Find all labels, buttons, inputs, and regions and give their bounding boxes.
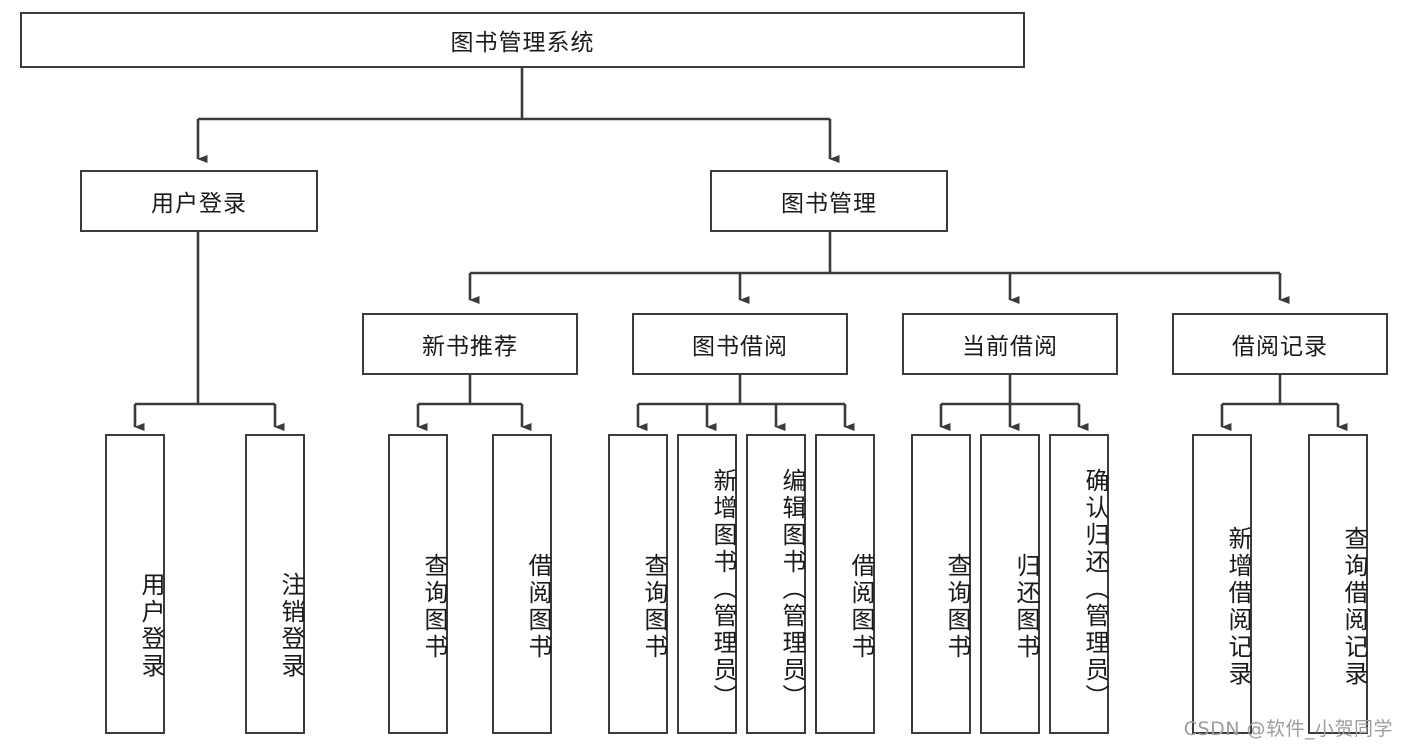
- leaf-label: 注销登录: [277, 572, 305, 680]
- leaf-record-query[interactable]: 查询借阅记录: [1308, 434, 1368, 734]
- leaf-current-query-book[interactable]: 查询图书: [911, 434, 971, 734]
- leaf-current-return-book[interactable]: 归还图书: [980, 434, 1040, 734]
- node-book-management[interactable]: 图书管理: [710, 170, 948, 232]
- node-book-management-label: 图书管理: [781, 191, 877, 217]
- leaf-label: 确认归还（管理员）: [1081, 467, 1109, 711]
- watermark: CSDN @软件_小贺同学: [1183, 718, 1393, 740]
- leaf-label: 归还图书: [1012, 553, 1040, 661]
- node-user-login[interactable]: 用户登录: [80, 170, 318, 232]
- leaf-label: 查询图书: [943, 553, 971, 661]
- node-book-borrow-label: 图书借阅: [692, 334, 788, 360]
- node-user-login-label: 用户登录: [151, 191, 247, 217]
- leaf-borrow-add-book-admin[interactable]: 新增图书（管理员）: [677, 434, 737, 734]
- node-root[interactable]: 图书管理系统: [20, 12, 1025, 68]
- leaf-label: 查询图书: [420, 553, 448, 661]
- node-book-borrow[interactable]: 图书借阅: [632, 313, 848, 375]
- leaf-label: 新增图书（管理员）: [709, 467, 737, 711]
- leaf-record-add[interactable]: 新增借阅记录: [1192, 434, 1252, 734]
- leaf-current-confirm-return-admin[interactable]: 确认归还（管理员）: [1049, 434, 1109, 734]
- leaf-borrow-edit-book-admin[interactable]: 编辑图书（管理员）: [746, 434, 806, 734]
- leaf-label: 用户登录: [137, 572, 165, 680]
- node-new-book-recommend[interactable]: 新书推荐: [362, 313, 578, 375]
- leaf-user-login-login[interactable]: 用户登录: [105, 434, 165, 734]
- leaf-label: 查询图书: [640, 553, 668, 661]
- node-new-book-recommend-label: 新书推荐: [422, 334, 518, 360]
- node-borrow-record-label: 借阅记录: [1232, 334, 1328, 360]
- node-root-label: 图书管理系统: [450, 30, 595, 56]
- node-borrow-record[interactable]: 借阅记录: [1172, 313, 1388, 375]
- leaf-new-book-query[interactable]: 查询图书: [388, 434, 448, 734]
- node-current-borrow-label: 当前借阅: [962, 334, 1058, 360]
- leaf-user-login-logout[interactable]: 注销登录: [245, 434, 305, 734]
- leaf-label: 查询借阅记录: [1340, 526, 1368, 688]
- leaf-label: 借阅图书: [847, 553, 875, 661]
- leaf-label: 借阅图书: [524, 553, 552, 661]
- leaf-borrow-query-book[interactable]: 查询图书: [608, 434, 668, 734]
- node-current-borrow[interactable]: 当前借阅: [902, 313, 1118, 375]
- leaf-new-book-borrow[interactable]: 借阅图书: [492, 434, 552, 734]
- leaf-label: 新增借阅记录: [1224, 526, 1252, 688]
- leaf-borrow-borrow-book[interactable]: 借阅图书: [815, 434, 875, 734]
- leaf-label: 编辑图书（管理员）: [778, 467, 806, 711]
